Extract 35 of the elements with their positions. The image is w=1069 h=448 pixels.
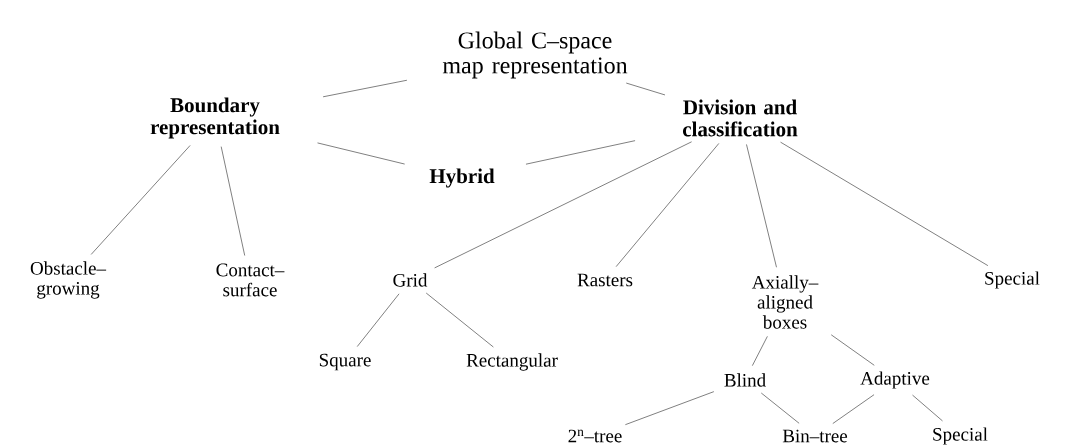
connector-line <box>832 394 875 424</box>
connector-line <box>752 336 768 366</box>
connector-line <box>322 80 408 98</box>
connector-line <box>780 141 989 266</box>
tree-label: Special <box>985 271 1040 289</box>
tree-label: Global C–space map representation <box>442 31 628 79</box>
connector-line <box>434 141 692 269</box>
tree-label: Square <box>319 353 371 371</box>
connector-line <box>220 146 245 256</box>
tree-label: Rasters <box>577 273 633 287</box>
connector-line <box>525 140 636 165</box>
connector-line <box>912 394 943 422</box>
connector-line <box>626 82 666 96</box>
tree-label: Rectangular <box>466 353 558 371</box>
connector-line <box>425 292 494 348</box>
tree-label: Boundary representation <box>150 97 280 139</box>
tree-label: Grid <box>393 273 428 287</box>
tree-label: 2$^{n}$–tree <box>568 429 622 443</box>
connector-line <box>357 293 400 347</box>
tree-label: Obstacle– growing <box>30 261 107 299</box>
tree-label: Special <box>933 427 988 445</box>
connector-line <box>90 145 191 255</box>
connector-line <box>615 143 720 267</box>
tree-label: Hybrid <box>429 168 495 188</box>
connector-line <box>830 334 875 366</box>
connector-line <box>317 142 405 165</box>
tree-label: Axially– aligned boxes <box>751 275 819 329</box>
connector-line <box>761 392 800 424</box>
tree-label: Blind <box>724 373 766 387</box>
tree-label: Adaptive <box>860 371 930 389</box>
tree-label: Contact– surface <box>216 263 285 297</box>
connector-line <box>625 391 715 425</box>
connector-line <box>746 144 777 268</box>
tree-label: Division and classification <box>683 99 798 137</box>
tree-label: Bin–tree <box>782 429 848 443</box>
